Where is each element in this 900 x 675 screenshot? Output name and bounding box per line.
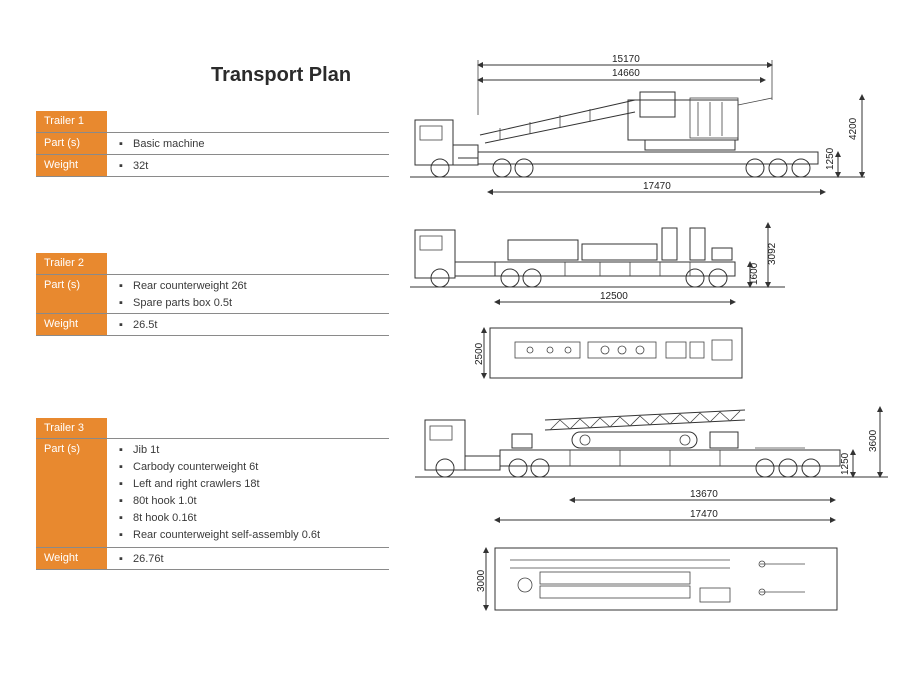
trailer-1-weight-row: Weight ▪32t xyxy=(36,155,389,177)
trailer-1-parts-row: Part (s) ▪Basic machine xyxy=(36,133,389,155)
trailer-2-weight-label: Weight xyxy=(36,314,107,335)
dim-12500: 12500 xyxy=(600,291,628,302)
trailer-3-parts-row: Part (s) ▪Jib 1t ▪Carbody counterweight … xyxy=(36,439,389,548)
trailer-1-name: Trailer 1 xyxy=(36,111,107,132)
trailer-1-name-row: Trailer 1 xyxy=(36,111,389,133)
part-item: ▪80t hook 1.0t xyxy=(119,495,197,507)
dim-17470-t3: 17470 xyxy=(690,509,718,520)
trailer-2-table: Trailer 2 Part (s) ▪Rear counterweight 2… xyxy=(36,253,389,336)
trailer-3-weight-row: Weight ▪26.76t xyxy=(36,548,389,570)
dim-2500: 2500 xyxy=(474,342,485,365)
trailer-1-weight-label: Weight xyxy=(36,155,107,176)
part-item: ▪Spare parts box 0.5t xyxy=(119,297,233,309)
trailer-3-name-row: Trailer 3 xyxy=(36,418,389,439)
trailer-2-weight-row: Weight ▪26.5t xyxy=(36,314,389,336)
trailer-2-weight: ▪26.5t xyxy=(119,319,158,331)
part-item: ▪Rear counterweight 26t xyxy=(119,280,247,292)
dim-15170: 15170 xyxy=(612,54,640,65)
dim-3000: 3000 xyxy=(476,569,487,592)
dim-3092: 3092 xyxy=(767,242,778,265)
trailer-2-parts: ▪Rear counterweight 26t ▪Spare parts box… xyxy=(107,275,389,315)
trailer-3-parts-label: Part (s) xyxy=(36,439,107,547)
trailer-3-weight: ▪26.76t xyxy=(119,553,164,565)
dim-14660: 14660 xyxy=(612,68,640,79)
part-item: ▪Basic machine xyxy=(119,138,205,150)
trailer-1-parts-label: Part (s) xyxy=(36,133,107,154)
trailer-3-name: Trailer 3 xyxy=(36,418,107,438)
trailer-3-weight-label: Weight xyxy=(36,548,107,569)
trailer-2-parts-label: Part (s) xyxy=(36,275,107,313)
trailer-2-drawing: 3092 1600 12500 2500 xyxy=(410,222,785,379)
trailer-1-parts: ▪Basic machine xyxy=(107,133,389,156)
trailer-1-weight: ▪32t xyxy=(119,160,149,172)
trailer-2-name-row: Trailer 2 xyxy=(36,253,389,275)
trailer-1-drawing: 15170 14660 xyxy=(410,54,865,195)
trailer-2-name: Trailer 2 xyxy=(36,253,107,274)
part-item: ▪Rear counterweight self-assembly 0.6t xyxy=(119,529,321,541)
dim-17470: 17470 xyxy=(643,181,671,192)
part-item: ▪Jib 1t xyxy=(119,444,160,456)
dim-1600: 1600 xyxy=(749,262,760,285)
trailer-1-table: Trailer 1 Part (s) ▪Basic machine Weight… xyxy=(36,111,389,177)
dim-4200: 4200 xyxy=(848,117,859,140)
part-item: ▪8t hook 0.16t xyxy=(119,512,197,524)
dim-13670: 13670 xyxy=(690,489,718,500)
trailer-2-parts-row: Part (s) ▪Rear counterweight 26t ▪Spare … xyxy=(36,275,389,314)
part-item: ▪Left and right crawlers 18t xyxy=(119,478,260,490)
page-title: Transport Plan xyxy=(211,64,352,86)
trailer-3-parts: ▪Jib 1t ▪Carbody counterweight 6t ▪Left … xyxy=(107,439,389,547)
dim-1250: 1250 xyxy=(825,147,836,170)
trailer-3-table: Trailer 3 Part (s) ▪Jib 1t ▪Carbody coun… xyxy=(36,418,389,570)
dim-1250-t3: 1250 xyxy=(840,452,851,475)
transport-drawings: 15170 14660 xyxy=(400,40,900,630)
part-item: ▪Carbody counterweight 6t xyxy=(119,461,259,473)
dim-3600: 3600 xyxy=(868,429,879,452)
trailer-3-drawing: 3600 1250 13670 17470 3000 xyxy=(415,406,888,611)
